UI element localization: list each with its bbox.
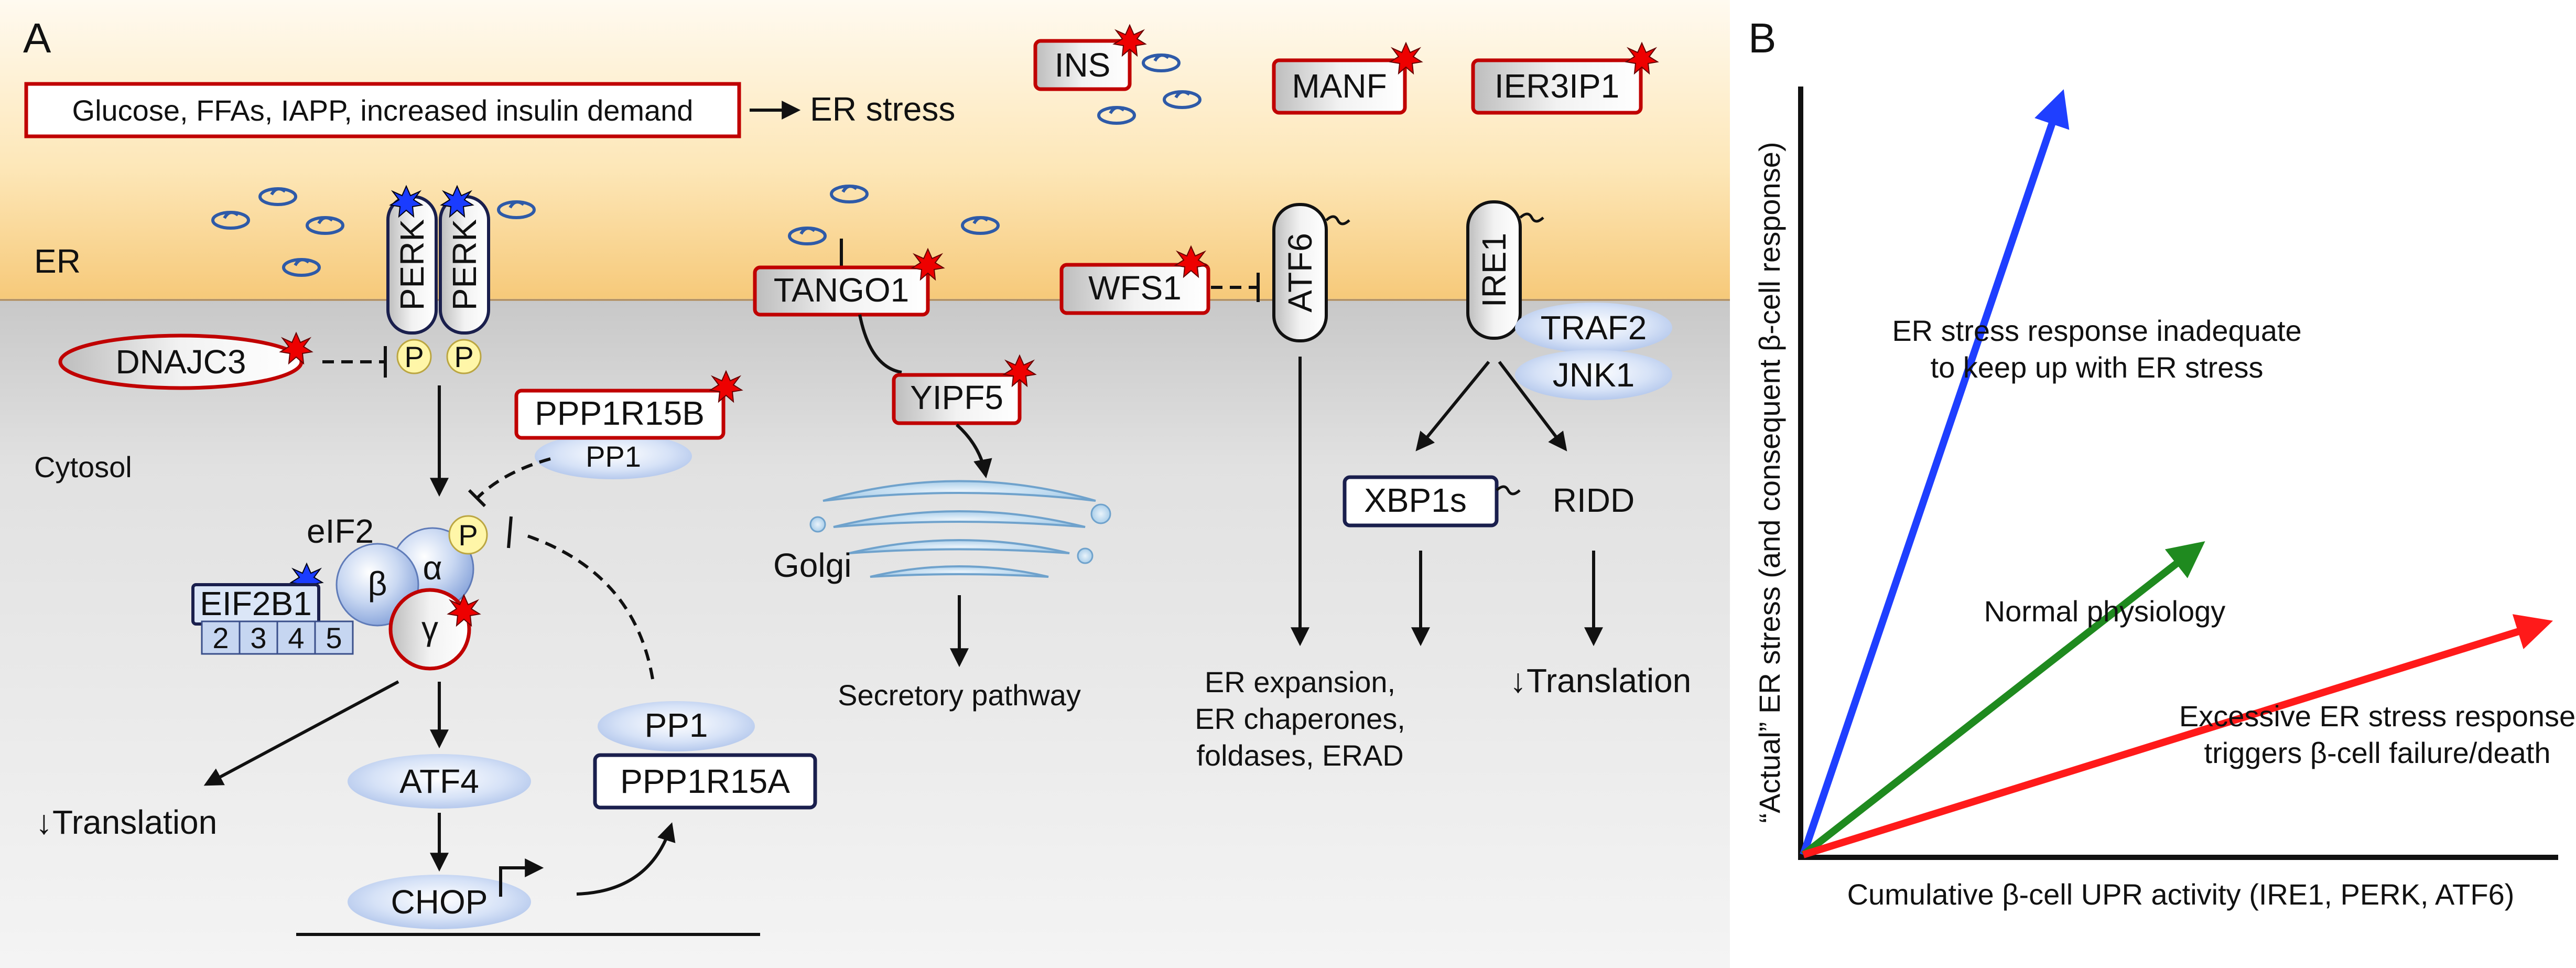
translation-right-label: ↓Translation <box>1510 662 1691 700</box>
eif2b-subunit-label: 3 <box>250 621 266 654</box>
er-expansion-line-1: ER expansion, <box>1205 665 1395 698</box>
eif2b-subunit-label: 4 <box>288 621 304 654</box>
pp1-b-shape <box>535 433 692 479</box>
ppp1r15b-inhibition <box>475 457 551 500</box>
tango1-to-yipf5-link <box>858 314 902 374</box>
eif2b-subunit-label: 2 <box>212 621 229 654</box>
eif2b1-label: EIF2B1 <box>200 585 311 622</box>
eif2b-subunit-label: 5 <box>326 621 342 654</box>
atf6-squiggle <box>1325 215 1350 225</box>
atf6-shape <box>1272 203 1328 342</box>
yipf5-to-golgi-arrow <box>956 423 992 479</box>
jnk1-label: JNK1 <box>1553 356 1635 394</box>
ppp1r15a-box <box>593 753 817 810</box>
atf6-label: ATF6 <box>1281 233 1319 313</box>
manf-label: MANF <box>1292 67 1387 105</box>
cytosol-label: Cytosol <box>34 450 132 483</box>
perk-phospho-right-label: P <box>454 340 473 373</box>
inadequate-response-label-1: ER stress response inadequate <box>1892 314 2301 347</box>
eif2-gamma <box>388 588 471 671</box>
ppp1r15b-inhibition-bar <box>468 489 486 508</box>
golgi-icon <box>809 480 1111 578</box>
er-expansion-line-3: foldases, ERAD <box>1196 739 1403 772</box>
eif2-to-translation-arrow <box>203 680 399 786</box>
ire1-to-ridd-arrow <box>1498 361 1567 451</box>
xbp1s-box <box>1343 475 1499 528</box>
eif2-phospho <box>448 515 488 555</box>
tango1-box <box>753 265 930 317</box>
pp1-a-label: PP1 <box>645 706 708 744</box>
traf2-shape <box>1515 303 1672 353</box>
traf2-label: TRAF2 <box>1541 309 1647 347</box>
translation-left-label: ↓Translation <box>36 803 217 841</box>
perk-phospho-right <box>446 339 482 374</box>
pp1-a-shape <box>598 701 755 751</box>
ridd-label: RIDD <box>1553 481 1635 519</box>
ire1-to-xbp1s-arrow <box>1415 361 1490 451</box>
ier3ip1-label: IER3IP1 <box>1495 67 1619 105</box>
eif2-alpha-label: α <box>423 549 442 587</box>
panel-b: B “Actual” ER stress (and consequent β-c… <box>1748 15 2575 911</box>
ppp1r15a-inhibition-bar <box>507 516 513 548</box>
xbp1s-squiggle <box>1496 485 1521 496</box>
secretory-pathway-label: Secretory pathway <box>838 679 1081 712</box>
tango1-label: TANGO1 <box>774 271 909 309</box>
inadequate-response-arrow <box>1800 89 2070 856</box>
pp1-b-label: PP1 <box>586 440 641 473</box>
chop-promoter-arrow <box>499 858 544 897</box>
eif2-beta-label: β <box>368 565 387 603</box>
stress-sources-label: Glucose, FFAs, IAPP, increased insulin d… <box>72 94 694 127</box>
er-expansion-line-2: ER chaperones, <box>1195 702 1405 735</box>
chop-label: CHOP <box>391 883 488 921</box>
excessive-response-label-1: Excessive ER stress response <box>2179 700 2575 733</box>
ins-label: INS <box>1055 46 1111 84</box>
normal-physiology-arrow <box>1801 541 2205 858</box>
x-axis-label: Cumulative β-cell UPR activity (IRE1, PE… <box>1847 878 2515 911</box>
ire1-label: IRE1 <box>1475 233 1513 307</box>
eif2b-subunits: 2 3 4 5 <box>201 620 354 655</box>
perk-right-label: PERK <box>446 219 483 310</box>
ppp1r15b-box <box>514 389 726 440</box>
normal-physiology-label: Normal physiology <box>1984 595 2226 628</box>
ire1-squiggle <box>1519 212 1544 223</box>
panel-b-label: B <box>1748 15 1776 61</box>
stress-sources-box <box>24 82 741 138</box>
atf4-shape <box>348 754 531 809</box>
chop-to-ppp1r15a-arrow <box>576 822 676 896</box>
xbp1s-label: XBP1s <box>1364 481 1467 519</box>
ppp1r15a-label: PPP1R15A <box>620 762 790 800</box>
ins-box <box>1033 39 1132 91</box>
er-stress-label: ER stress <box>810 90 955 128</box>
inadequate-response-label-2: to keep up with ER stress <box>1931 351 2264 384</box>
eif2b-subunit-box <box>314 620 354 655</box>
eif2-phospho-label: P <box>458 519 478 552</box>
wfs1-box <box>1059 263 1210 315</box>
jnk1-shape <box>1515 350 1672 400</box>
ire1-shape <box>1466 200 1522 340</box>
er-lumen <box>0 0 1730 304</box>
excessive-response-label-2: triggers β-cell failure/death <box>2204 736 2551 769</box>
manf-box <box>1272 58 1407 115</box>
wfs1-label: WFS1 <box>1088 269 1182 307</box>
perk-phospho-left <box>396 339 432 374</box>
chop-shape <box>348 875 531 929</box>
panel-a: A Glucose, FFAs, IAPP, increased insulin… <box>0 0 1730 968</box>
ppp1r15a-inhibition <box>524 533 654 680</box>
excessive-response-arrow <box>1802 614 2553 858</box>
perk-phospho-left-label: P <box>404 340 424 373</box>
dnajc3-label: DNAJC3 <box>116 343 246 381</box>
atf4-label: ATF4 <box>399 762 479 800</box>
ier3ip1-box <box>1471 58 1643 115</box>
yipf5-label: YIPF5 <box>910 379 1003 416</box>
golgi-label: Golgi <box>773 546 851 584</box>
er-compartment-label: ER <box>34 242 81 280</box>
eif2-label: eIF2 <box>307 512 374 550</box>
panel-a-label: A <box>23 15 51 61</box>
eif2-gamma-label: γ <box>421 609 438 647</box>
y-axis-label: “Actual” ER stress (and consequent β-cel… <box>1753 142 1786 823</box>
yipf5-box <box>892 373 1022 425</box>
ppp1r15b-label: PPP1R15B <box>535 394 705 432</box>
perk-left-label: PERK <box>393 219 431 310</box>
